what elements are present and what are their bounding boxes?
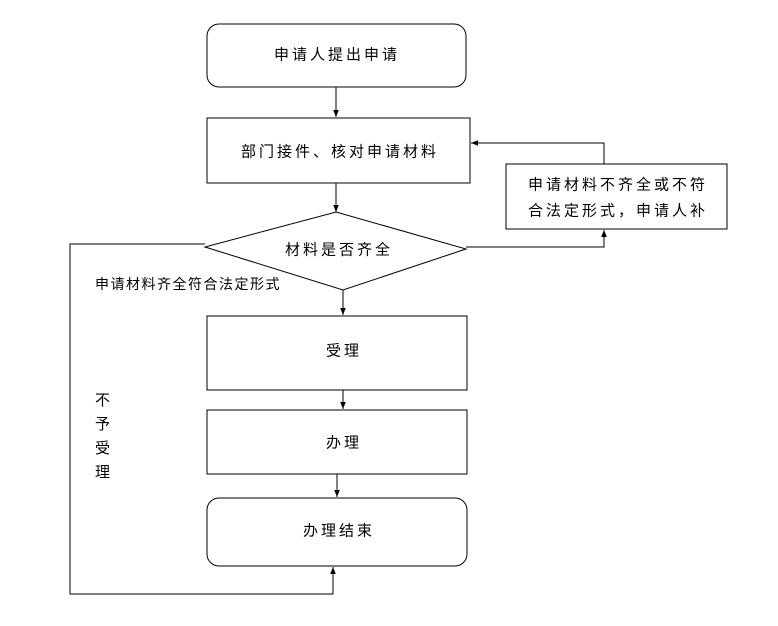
arrow-decision-to-supplement	[466, 230, 607, 248]
accept-node-label: 受理	[326, 342, 362, 360]
end-node-label: 办理结束	[303, 522, 375, 540]
complete-condition-label: 申请材料齐全符合法定形式	[95, 276, 281, 293]
supplement-node-label-line2: 合法定形式，申请人补	[528, 202, 708, 220]
arrow-reject-to-end	[69, 243, 336, 595]
receive-node	[206, 117, 471, 184]
accept-node	[206, 315, 468, 391]
reject-condition-label: 不予受理	[93, 392, 111, 488]
supplement-node-label-line1: 申请材料不齐全或不符	[528, 176, 708, 194]
end-node	[206, 497, 468, 567]
decision-node-label: 材料是否齐全	[285, 241, 393, 259]
process-node-label: 办理	[326, 434, 362, 452]
process-node	[206, 409, 468, 475]
start-node-label: 申请人提出申请	[274, 46, 400, 64]
arrow-supplement-to-receive	[471, 140, 605, 164]
supplement-node	[505, 163, 728, 230]
receive-node-label: 部门接件、核对申请材料	[241, 143, 439, 161]
